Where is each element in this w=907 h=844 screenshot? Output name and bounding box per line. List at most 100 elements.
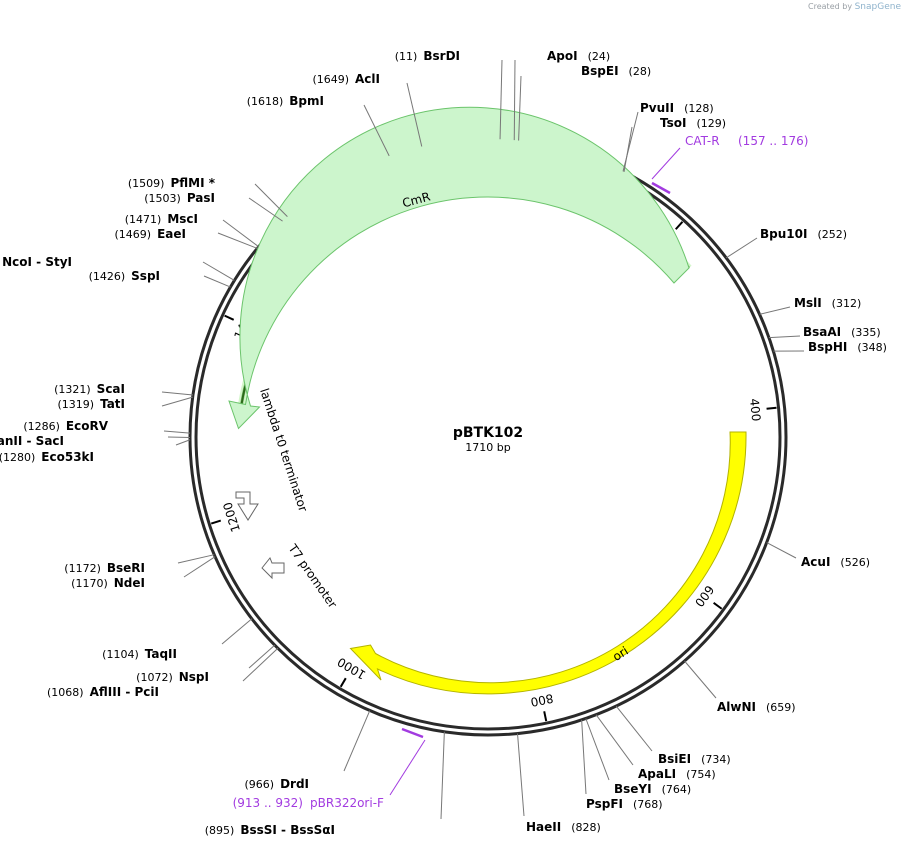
primer-label-pbr322ori-f: pBR322ori-F <box>310 796 384 810</box>
site-position: (128) <box>684 102 714 115</box>
site-leader-line <box>254 183 288 217</box>
site-afliii-pcii[interactable]: (1068)AflIII - PciI <box>47 647 279 699</box>
site-ecorv[interactable]: (1286)EcoRV <box>23 419 191 434</box>
site-name: ApoI <box>547 49 578 63</box>
site-name: BseYI <box>614 782 652 796</box>
site-leader-line <box>183 556 216 578</box>
site-bseyi[interactable]: (764)BseYI <box>585 718 691 796</box>
site-name: ApaLI <box>638 767 676 781</box>
site-name: PvuII <box>640 101 674 115</box>
site-leader-line <box>615 705 653 752</box>
site-position: (1503) <box>144 192 181 205</box>
site-leader-line <box>759 306 791 315</box>
primer-label-cat-r: CAT-R <box>685 134 720 148</box>
site-leader-line <box>163 430 191 434</box>
feature-ori[interactable]: ori <box>349 431 747 695</box>
site-acui[interactable]: (526)AcuI <box>766 542 870 569</box>
credit-brand: SnapGene <box>854 2 901 12</box>
tick-mark-1200 <box>210 519 222 525</box>
site-name: PspFI <box>586 797 623 811</box>
site-position: (1469) <box>115 228 152 241</box>
tick-mark-1400 <box>224 314 235 321</box>
site-bsphi[interactable]: (348) BspHI <box>773 340 887 354</box>
site-drdi[interactable]: (966)DrdI <box>244 710 371 791</box>
site-name: DrdI <box>280 777 309 791</box>
feature-cmr[interactable]: CmR <box>228 106 692 430</box>
site-position: (348) <box>857 341 887 354</box>
site-btgi-ncoi-styi[interactable]: (1433)BtgI - NcoI - StyI <box>0 255 235 281</box>
site-tati[interactable]: (1319)TatI <box>57 396 193 411</box>
site-name: MslI <box>794 296 822 310</box>
site-nspi[interactable]: (1072)NspI <box>136 644 276 684</box>
site-name: BsiEI <box>658 752 691 766</box>
site-leader-line <box>513 59 516 141</box>
site-position: (1649) <box>312 73 349 86</box>
site-apoi[interactable]: (24) ApoI <box>513 49 611 141</box>
site-sspi[interactable]: (1426)SspI <box>89 269 231 288</box>
tick-mark-1000 <box>339 677 347 688</box>
site-name: BspHI <box>808 340 847 354</box>
tick-label-800: 800 <box>529 691 554 709</box>
site-bseri[interactable]: (1172)BseRI <box>64 554 215 575</box>
site-name: PflMI * <box>170 176 215 190</box>
site-position: (734) <box>701 753 731 766</box>
feature-t7-promoter[interactable]: T7 promoter <box>261 541 340 611</box>
site-alwni[interactable]: (659)AlwNI <box>684 660 796 714</box>
tick-mark-800 <box>543 711 548 722</box>
site-position: (1068) <box>47 686 84 699</box>
site-pflmi[interactable]: (1509)PflMI * <box>128 176 288 217</box>
site-eco53ki[interactable]: (1280)Eco53kI <box>0 439 191 464</box>
site-pspfi[interactable]: (768)PspFI <box>581 719 663 811</box>
site-position: (1471) <box>125 213 162 226</box>
site-name: NspI <box>179 670 209 684</box>
site-name: BtgI - NcoI - StyI <box>0 255 72 269</box>
site-position: (1286) <box>23 420 60 433</box>
site-position: (1104) <box>102 648 139 661</box>
primer-pbr322ori-f[interactable]: (913 .. 932) pBR322ori-F <box>233 727 426 810</box>
site-pasi[interactable]: (1503)PasI <box>144 191 283 222</box>
site-leader-line <box>725 237 758 259</box>
site-haeii[interactable]: (828)HaeII <box>517 733 601 834</box>
site-taqii[interactable]: (1104) TaqII <box>102 618 253 661</box>
site-eaei[interactable]: (1469)EaeI <box>115 227 258 249</box>
site-bsiei[interactable]: (734) BsiEI <box>615 705 731 766</box>
site-leader-line <box>203 275 231 288</box>
site-pvuii[interactable]: (128) PvuII <box>622 101 714 172</box>
site-leader-line <box>202 261 235 281</box>
site-position: (252) <box>817 228 847 241</box>
site-leader-line <box>595 714 634 766</box>
site-ndei[interactable]: (1170)NdeI <box>71 556 216 590</box>
plasmid-length: 1710 bp <box>465 441 510 454</box>
site-msli[interactable]: (312)MslI <box>759 296 862 315</box>
site-msci[interactable]: (1471)MscI <box>125 212 259 248</box>
plasmid-name: pBTK102 <box>453 425 523 441</box>
site-bpu10i[interactable]: (252)Bpu10I <box>725 227 847 259</box>
site-apali[interactable]: (754)ApaLI <box>595 714 716 781</box>
site-position: (24) <box>588 50 611 63</box>
site-leader-line <box>175 439 191 446</box>
site-tsoi[interactable]: (129)TsoI <box>623 116 726 172</box>
site-position: (1426) <box>89 270 126 283</box>
site-leader-line <box>177 554 215 564</box>
site-bsssi-bsss-i[interactable]: (895)BssSI - BssSαI <box>205 731 445 837</box>
site-acli[interactable]: (1649)AclI <box>312 72 423 147</box>
site-leader-line <box>440 731 445 820</box>
site-leader-line <box>161 396 193 407</box>
site-leader-line <box>222 219 259 248</box>
site-banii-saci[interactable]: (1282)BanII - SacI <box>0 434 191 448</box>
snapgene-credit: Created by SnapGene <box>808 2 901 12</box>
primer-cat-r[interactable]: CAT-R (157 .. 176) <box>651 134 808 195</box>
site-position: (11) <box>395 50 418 63</box>
site-leader-line <box>499 59 503 140</box>
site-leader-line <box>167 436 191 439</box>
site-scai[interactable]: (1321)ScaI <box>54 382 194 396</box>
site-bspei[interactable]: (28)BspEI <box>518 64 652 141</box>
site-position: (1319) <box>57 398 94 411</box>
site-bsaai[interactable]: (335)BsaAI <box>768 325 881 339</box>
site-name: BssSI - BssSαI <box>240 823 335 837</box>
site-bpmi[interactable]: (1618)BpmI <box>247 94 390 157</box>
site-leader-line <box>517 733 525 817</box>
site-name: TaqII <box>145 647 177 661</box>
site-leader-line <box>581 719 587 795</box>
site-bsrdi[interactable]: (11)BsrDI <box>395 49 503 140</box>
